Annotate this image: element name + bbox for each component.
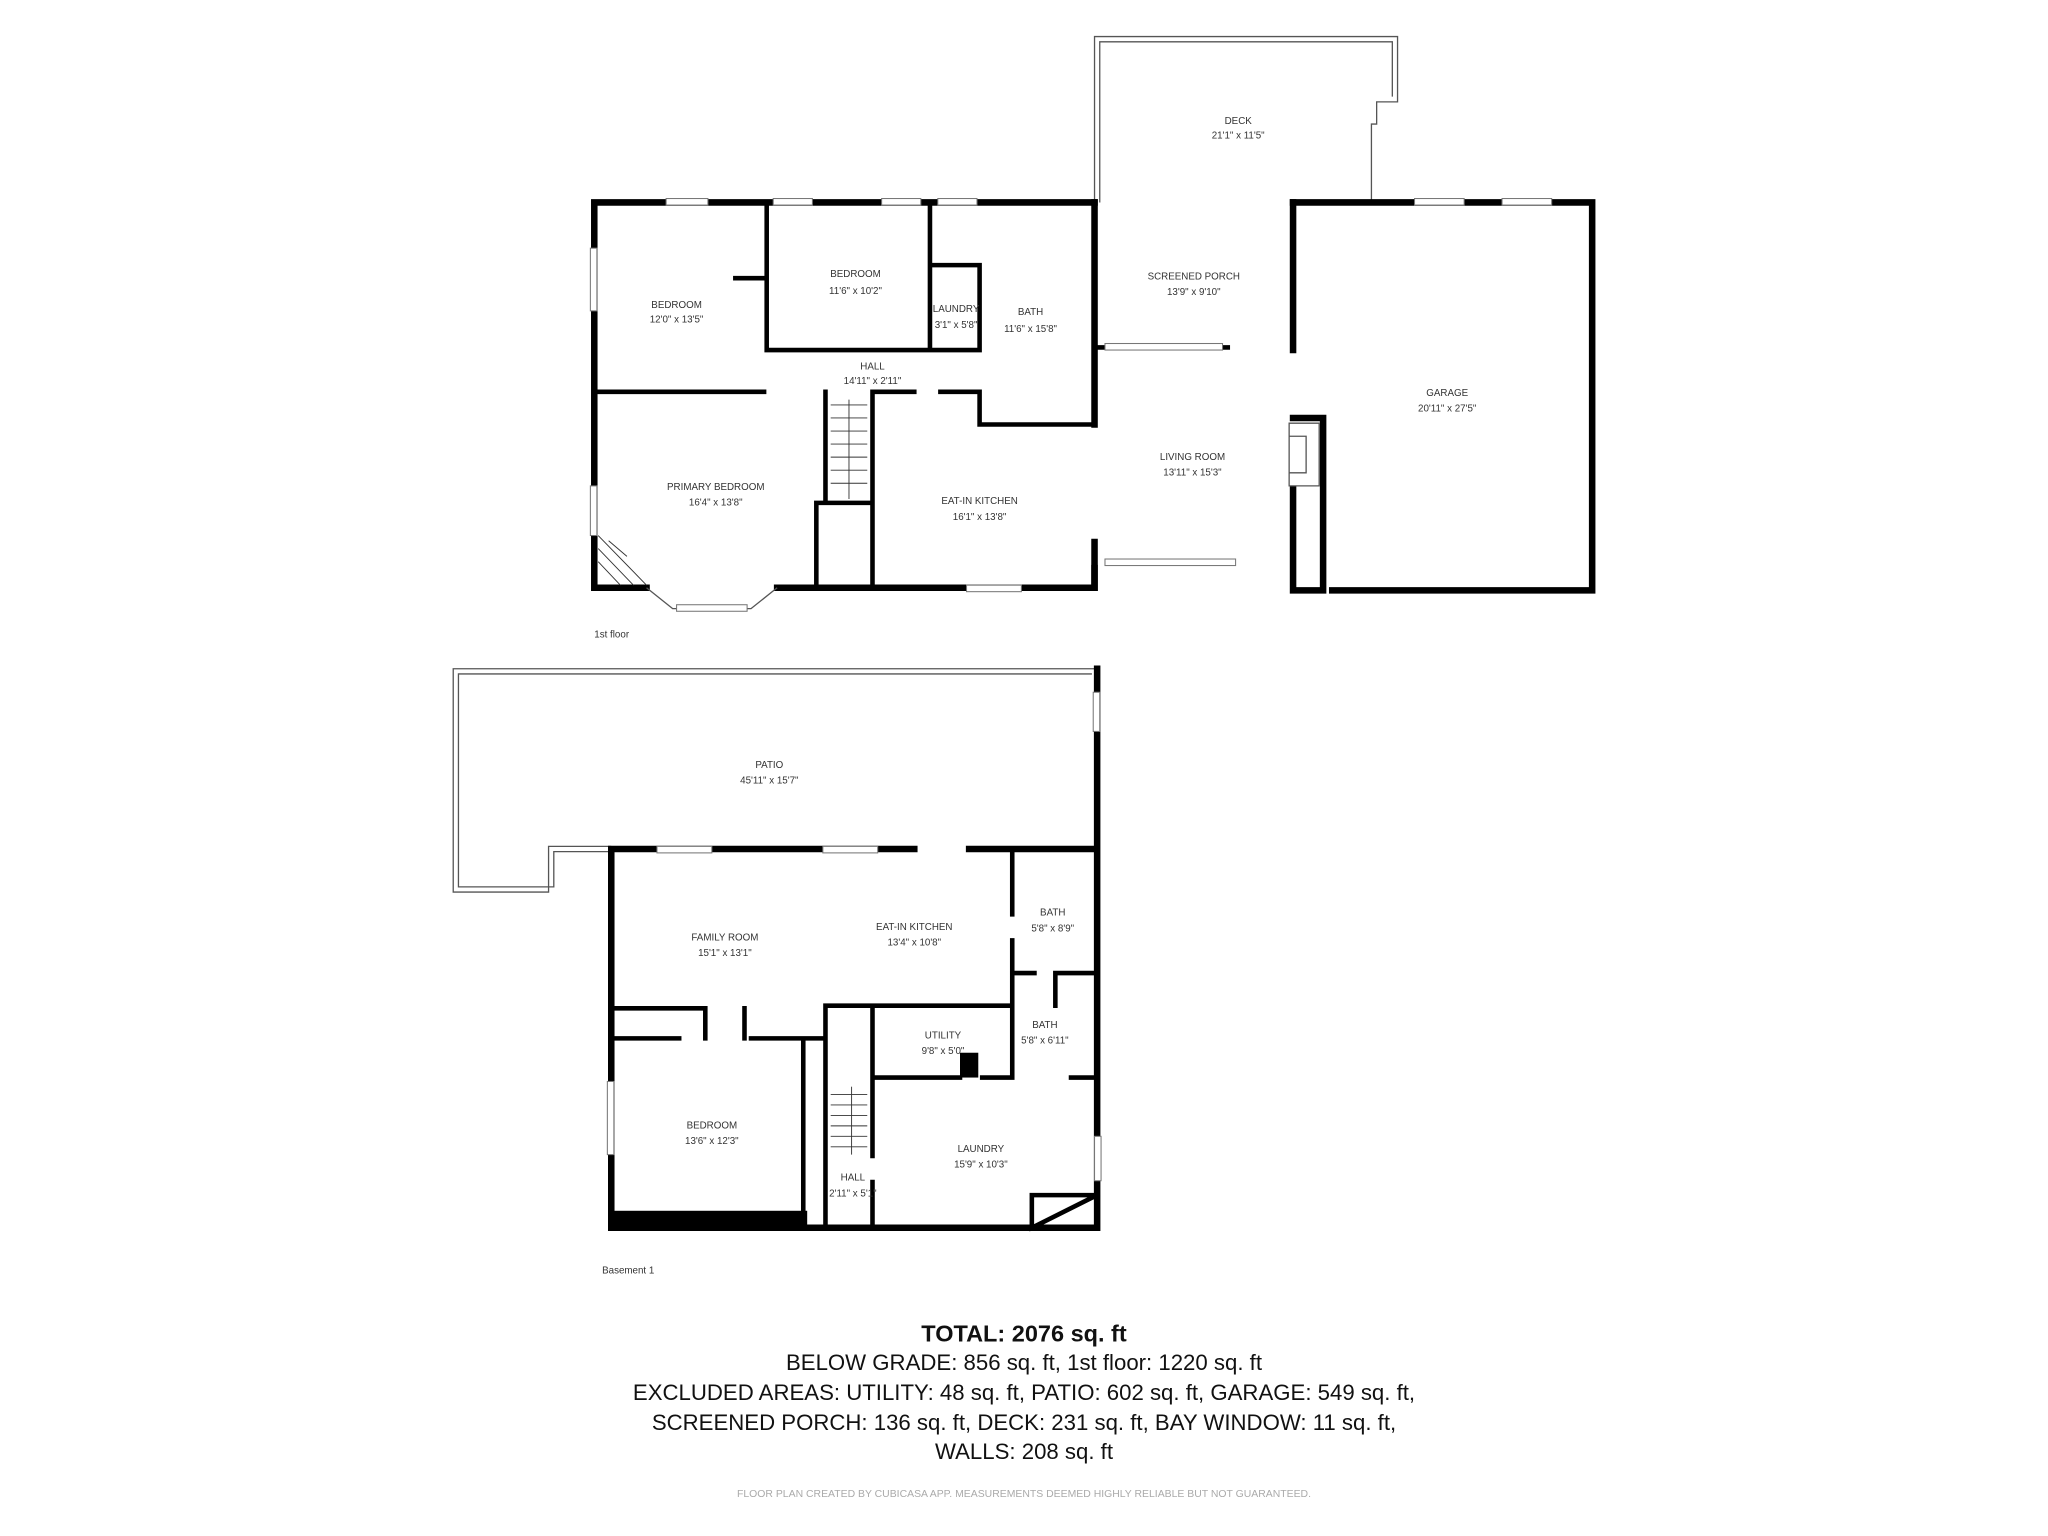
disclaimer: FLOOR PLAN CREATED BY CUBICASA APP. MEAS… [737, 1489, 1311, 1500]
room-name: FAMILY ROOM [691, 932, 758, 943]
interior-wall [611, 846, 1101, 1232]
basement-plan: PATIO 45'11" x 15'7" FAMILY ROOM 15'1" x… [452, 665, 1102, 1276]
room-dims: 13'4" x 10'8" [887, 938, 941, 949]
room-name: HALL [841, 1173, 866, 1184]
window [606, 1080, 615, 1156]
room-dims: 15'1" x 13'1" [698, 948, 752, 959]
room-dims: 21'1" x 11'5" [1212, 130, 1265, 141]
room-name: HALL [860, 362, 885, 373]
window [676, 604, 748, 612]
area-summary: TOTAL: 2076 sq. ft BELOW GRADE: 856 sq. … [633, 1320, 1415, 1499]
window [1104, 342, 1224, 351]
summary-line: BELOW GRADE: 856 sq. ft, 1st floor: 1220… [786, 1350, 1262, 1375]
room-name: BATH [1018, 307, 1043, 318]
deck-outline [1093, 35, 1399, 203]
floor-label: 1st floor [594, 629, 630, 640]
window [1414, 198, 1465, 206]
window [1092, 691, 1101, 732]
room-name: BEDROOM [687, 1120, 738, 1131]
first-floor-plan: BEDROOM 12'0" x 13'5" BEDROOM 11'6" x 10… [589, 35, 1596, 640]
window [937, 198, 978, 206]
room-dims: 3'1" x 5'8" [935, 320, 978, 331]
total-area: TOTAL: 2076 sq. ft [921, 1320, 1127, 1346]
room-name: LAUNDRY [958, 1144, 1005, 1155]
interior-wall [592, 200, 1231, 591]
room-dims: 45'11" x 15'7" [740, 776, 799, 787]
window [1104, 558, 1237, 567]
window [881, 198, 922, 206]
summary-line: EXCLUDED AREAS: UTILITY: 48 sq. ft, PATI… [633, 1380, 1415, 1405]
foundation-wall [611, 1210, 808, 1228]
room-dims: 13'11" x 15'3" [1163, 467, 1222, 478]
room-name: LAUNDRY [933, 304, 980, 315]
window [772, 198, 813, 206]
room-dims: 5'8" x 6'11" [1021, 1036, 1069, 1047]
room-name: BATH [1040, 908, 1065, 919]
room-name: UTILITY [925, 1030, 962, 1041]
room-dims: 16'1" x 13'8" [953, 512, 1007, 523]
window [589, 247, 598, 312]
summary-line: SCREENED PORCH: 136 sq. ft, DECK: 231 sq… [652, 1410, 1396, 1435]
room-name: EAT-IN KITCHEN [876, 922, 952, 933]
stairs [830, 1086, 868, 1155]
room-dims: 15'9" x 10'3" [954, 1160, 1008, 1171]
room-dims: 20'11" x 27'5" [1418, 403, 1477, 414]
floor-label: Basement 1 [602, 1265, 654, 1276]
patio-outline [452, 668, 1095, 893]
room-dims: 16'4" x 13'8" [689, 497, 743, 508]
exterior-wall [591, 199, 1098, 592]
room-name: BEDROOM [651, 300, 702, 311]
room-name: DECK [1225, 116, 1253, 127]
deck-railing [1099, 41, 1393, 203]
room-dims: 11'6" x 15'8" [1004, 324, 1057, 335]
porch-wall [1091, 199, 1297, 592]
room-dims: 13'6" x 12'3" [685, 1136, 739, 1147]
room-dims: 14'11" x 2'11" [844, 376, 902, 387]
room-name: PATIO [755, 760, 783, 771]
room-name: BEDROOM [830, 269, 881, 280]
room-dims: 11'6" x 10'2" [829, 286, 882, 297]
room-name: SCREENED PORCH [1148, 272, 1240, 283]
room-dims: 5'8" x 8'9" [1031, 923, 1074, 934]
room-name: PRIMARY BEDROOM [667, 482, 764, 493]
window [665, 198, 709, 206]
stairs [830, 399, 868, 499]
window [1094, 1135, 1102, 1182]
window [966, 584, 1022, 593]
window [822, 845, 879, 854]
room-dims: 13'9" x 9'10" [1167, 287, 1221, 298]
utility-block [960, 1052, 979, 1078]
window [1501, 198, 1553, 206]
corner-stairs [597, 535, 647, 586]
room-name: EAT-IN KITCHEN [941, 496, 1017, 507]
summary-line: WALLS: 208 sq. ft [935, 1439, 1113, 1464]
room-dims: 2'11" x 5'1" [829, 1188, 877, 1199]
room-name: LIVING ROOM [1160, 452, 1225, 463]
room-dims: 9'8" x 5'0" [922, 1046, 965, 1057]
window [589, 485, 598, 537]
room-name: BATH [1032, 1020, 1057, 1031]
room-dims: 12'0" x 13'5" [650, 315, 704, 326]
window [656, 845, 713, 854]
patio-railing [457, 673, 1092, 888]
fireplace [1288, 422, 1320, 487]
room-name: GARAGE [1426, 388, 1468, 399]
